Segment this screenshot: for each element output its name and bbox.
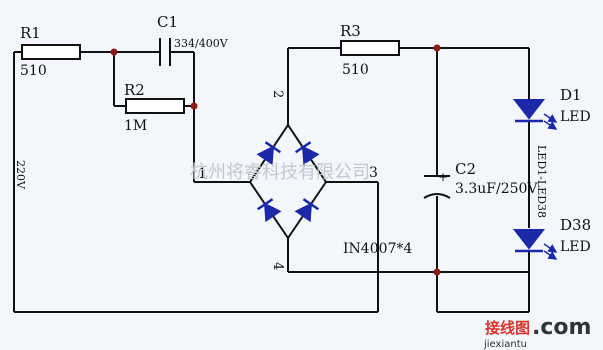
c2-value: 3.3uF/250V	[455, 181, 538, 197]
r1-name: R1	[20, 24, 41, 42]
c1-capacitor	[159, 38, 171, 66]
junction-dot	[433, 268, 441, 276]
junction-dot	[190, 102, 198, 110]
pin-2-label: 2	[270, 90, 285, 98]
r3-resistor	[340, 40, 400, 56]
r3-name: R3	[340, 22, 361, 40]
site-logo: 接线图 .com jiexiantu	[483, 315, 591, 350]
junction-dot	[110, 48, 118, 56]
r3-value: 510	[342, 62, 369, 78]
c1-value: 334/400V	[174, 37, 229, 50]
r1-value: 510	[20, 63, 47, 79]
c2-name: C2	[455, 160, 476, 178]
junction-dot	[433, 44, 441, 52]
c1-name: C1	[157, 13, 178, 31]
bridge-diode	[256, 141, 282, 166]
c2-capacitor	[423, 175, 451, 199]
company-watermark: 杭州将睿科技有限公司	[190, 162, 370, 183]
bridge-rectifier	[249, 124, 327, 239]
pin-1-label: 1	[198, 166, 207, 182]
led-string-label: LED1-LED38	[535, 145, 548, 218]
d1-name: D1	[560, 86, 582, 104]
d38-type: LED	[560, 239, 591, 255]
wires	[13, 47, 530, 313]
source-voltage-label: 220V	[14, 160, 27, 190]
bridge-diode	[294, 198, 320, 223]
r1-resistor	[21, 44, 81, 60]
d38-name: D38	[560, 216, 591, 234]
bridge-diode	[294, 141, 320, 166]
bridge-diode	[256, 198, 282, 223]
pin-3-label: 3	[369, 165, 378, 181]
d1-type: LED	[560, 109, 591, 125]
site-logo-domain: .com	[532, 315, 591, 340]
site-logo-cn: 接线图	[485, 319, 530, 337]
pin-4-label: 4	[270, 262, 285, 270]
c2-polarity-mark: +	[438, 170, 448, 184]
r2-resistor	[125, 98, 185, 114]
site-logo-url: jiexiantu	[483, 339, 527, 350]
bridge-part-label: IN4007*4	[343, 241, 412, 257]
r2-name: R2	[124, 81, 145, 99]
r2-value: 1M	[124, 118, 147, 134]
d38-led	[512, 229, 558, 260]
d1-led	[512, 99, 558, 130]
